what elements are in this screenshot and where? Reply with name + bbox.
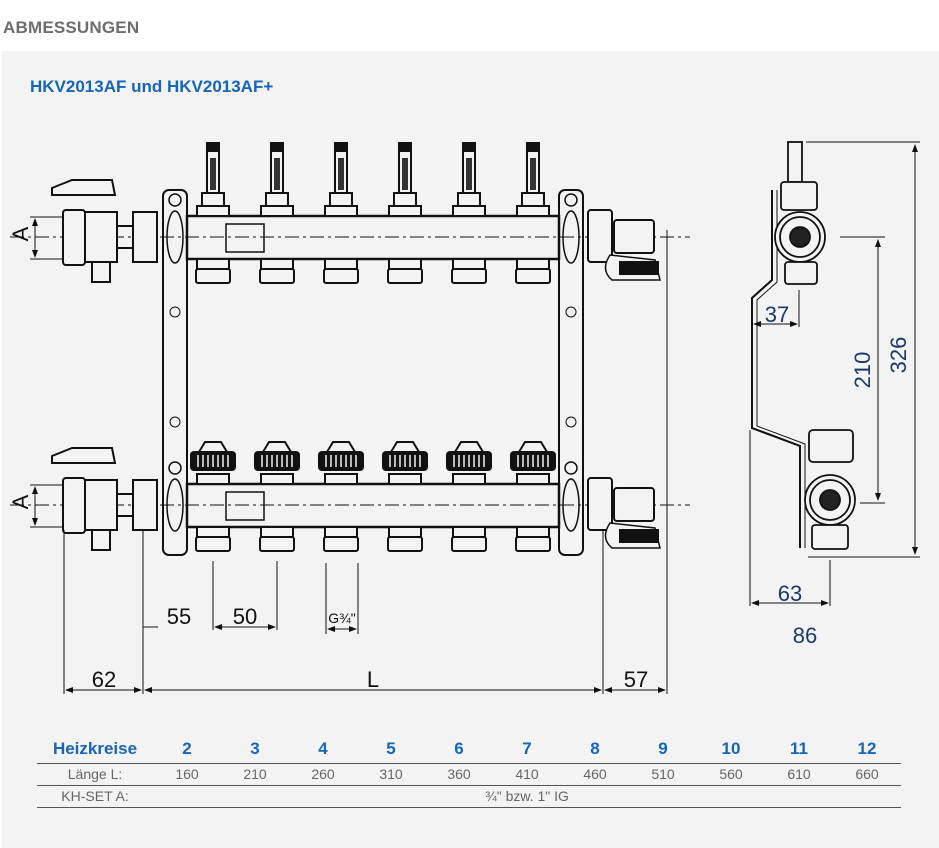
header-heizkreise-count: 3: [221, 737, 289, 764]
kh-set-value: ¾" bzw. 1" IG: [153, 785, 901, 808]
laenge-value: 410: [493, 763, 561, 786]
header-heizkreise-count: 12: [833, 737, 901, 764]
valve-cap: [254, 441, 300, 552]
laenge-value: 610: [765, 763, 833, 786]
flow-meter: [387, 142, 423, 284]
header-heizkreise-count: 11: [765, 737, 833, 764]
laenge-value: 560: [697, 763, 765, 786]
header-heizkreise-count: 8: [561, 737, 629, 764]
technical-drawing: A A 55 50 G¾" 62 L 57 37 210 326 63 86: [8, 141, 920, 694]
side-view: [751, 141, 856, 550]
valve-cap: [510, 441, 556, 552]
valve-cap: [318, 441, 364, 552]
flow-meter: [259, 142, 295, 284]
section-title: ABMESSUNGEN: [3, 18, 140, 37]
laenge-value: 660: [833, 763, 901, 786]
dim-a-top: A: [8, 226, 33, 241]
dim-depth-total: 86: [793, 623, 817, 648]
dim-outlet-thread: G¾": [328, 610, 356, 626]
valve-cap: [190, 441, 236, 552]
dim-a-bottom: A: [8, 494, 33, 509]
header-heizkreise-count: 10: [697, 737, 765, 764]
valve-cap: [382, 441, 428, 552]
product-title: HKV2013AF und HKV2013AF+: [30, 77, 274, 96]
header-heizkreise-count: 9: [629, 737, 697, 764]
laenge-value: 210: [221, 763, 289, 786]
left-rail: [162, 189, 188, 556]
dim-body-length: L: [367, 667, 379, 692]
laenge-value: 510: [629, 763, 697, 786]
dim-depth-inner: 63: [778, 581, 802, 606]
header-heizkreise: Heizkreise: [37, 737, 153, 764]
laenge-value: 360: [425, 763, 493, 786]
valve-cap: [446, 441, 492, 552]
flow-meter: [451, 142, 487, 284]
dim-center-distance: 210: [850, 352, 875, 389]
right-rail: [558, 189, 584, 556]
dim-right-length: 57: [624, 667, 648, 692]
flow-meter: [515, 142, 551, 284]
header-heizkreise-count: 4: [289, 737, 357, 764]
laenge-value: 310: [357, 763, 425, 786]
row-label: Länge L:: [37, 763, 153, 786]
laenge-value: 460: [561, 763, 629, 786]
header-heizkreise-count: 2: [153, 737, 221, 764]
flow-meter: [195, 142, 231, 284]
header-heizkreise-count: 7: [493, 737, 561, 764]
dim-outlet-spacing: 50: [233, 604, 257, 629]
dim-total-height: 326: [886, 337, 911, 374]
row-label: KH-SET A:: [37, 785, 153, 808]
front-view: [10, 142, 690, 556]
header-heizkreise-count: 6: [425, 737, 493, 764]
laenge-value: 260: [289, 763, 357, 786]
flow-meter: [323, 142, 359, 284]
laenge-value: 160: [153, 763, 221, 786]
header-heizkreise-count: 5: [357, 737, 425, 764]
dim-first-offset: 55: [167, 604, 191, 629]
dim-left-length: 62: [92, 667, 116, 692]
row-kh-set: KH-SET A: ¾" bzw. 1" IG: [37, 785, 901, 808]
dim-bracket-offset: 37: [765, 302, 789, 327]
